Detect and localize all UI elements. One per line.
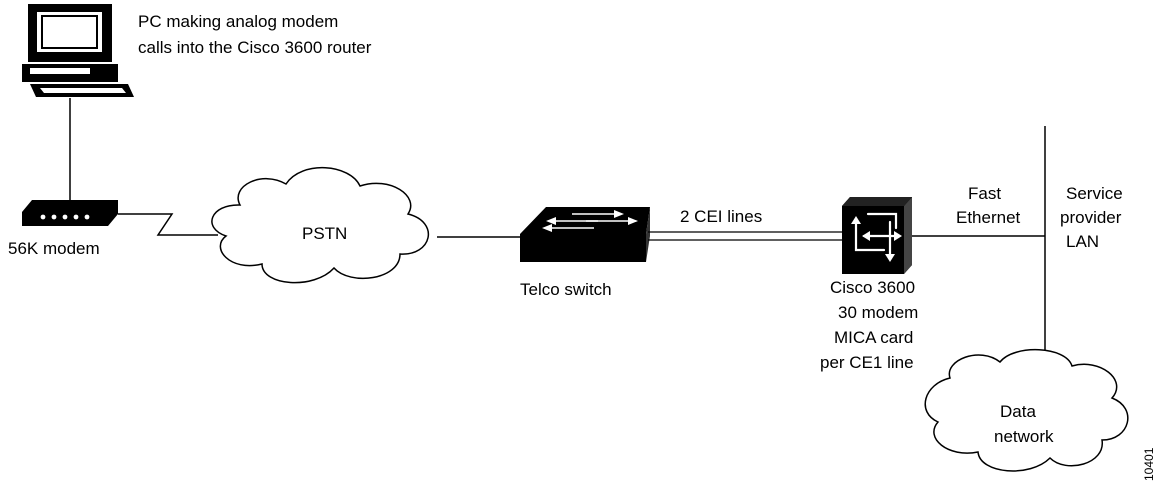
router-label-line4: per CE1 line — [820, 353, 914, 372]
router-icon — [842, 197, 912, 274]
data-network-label-line1: Data — [1000, 402, 1036, 421]
pstn-label: PSTN — [302, 224, 347, 243]
fast-ethernet-label-line2: Ethernet — [956, 208, 1021, 227]
pc-caption-line2: calls into the Cisco 3600 router — [138, 38, 372, 57]
modem-label: 56K modem — [8, 239, 100, 258]
switch-label: Telco switch — [520, 280, 612, 299]
pc-caption-line1: PC making analog modem — [138, 12, 338, 31]
lan-label-line2: provider — [1060, 208, 1122, 227]
lan-label-line1: Service — [1066, 184, 1123, 203]
router-label-line3: MICA card — [834, 328, 913, 347]
data-network-label-line2: network — [994, 427, 1054, 446]
pstn-cloud — [211, 166, 429, 284]
modem-icon — [22, 200, 118, 226]
cei-lines-label: 2 CEI lines — [680, 207, 762, 226]
pc-icon — [22, 4, 134, 97]
router-label-line1: Cisco 3600 — [830, 278, 915, 297]
fast-ethernet-label-line1: Fast — [968, 184, 1001, 203]
telco-switch-icon — [520, 207, 650, 262]
data-network-cloud — [924, 349, 1129, 472]
lan-label-line3: LAN — [1066, 232, 1099, 251]
analog-line — [118, 213, 218, 236]
router-label-line2: 30 modem — [838, 303, 918, 322]
figure-id: 10401 — [1142, 447, 1156, 481]
